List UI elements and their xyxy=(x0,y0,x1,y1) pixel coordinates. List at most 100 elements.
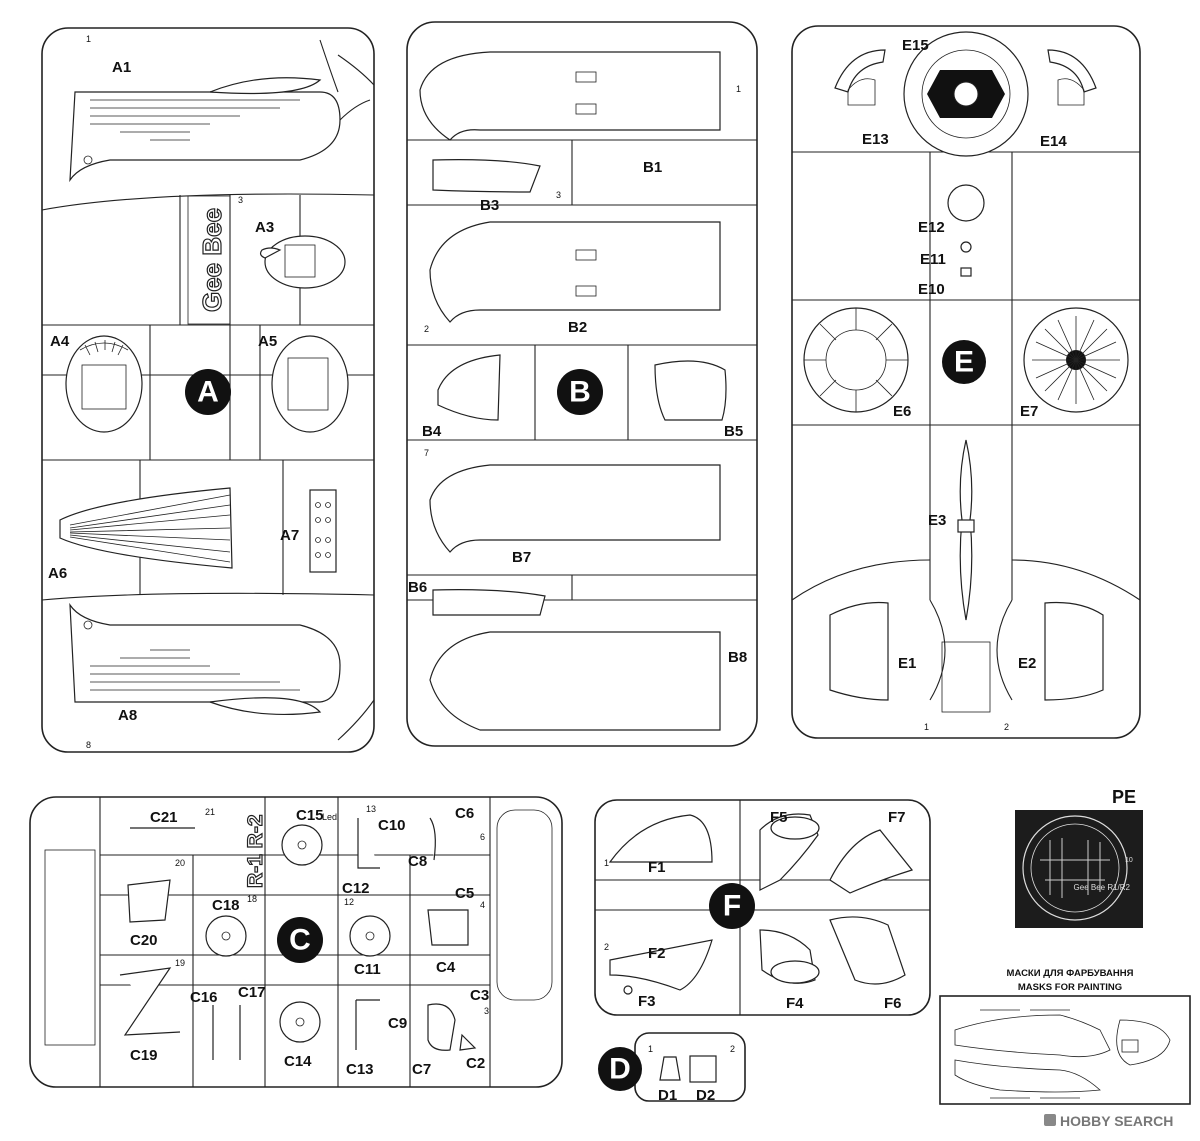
sprue-c-frame xyxy=(29,796,563,1088)
e-center-block xyxy=(941,641,991,713)
label-b5: B5 xyxy=(724,423,743,440)
label-b2: B2 xyxy=(568,319,587,336)
part-c13 xyxy=(357,818,380,869)
sprue-f: F1 F2 F3 F4 F5 F6 F7 1 2 F xyxy=(594,799,931,1016)
sprue-a: Gee Bee xyxy=(41,27,375,753)
cell-number-a-1: 1 xyxy=(86,34,91,44)
cell-number-a-8: 8 xyxy=(86,740,91,750)
cell-number-c-4: 4 xyxy=(480,900,485,910)
label-e11: E11 xyxy=(920,251,946,268)
sprue-e-frame xyxy=(791,25,1141,739)
cell-number-c-3: 3 xyxy=(484,1006,489,1016)
sprue-f-badge xyxy=(709,883,755,929)
label-a7: A7 xyxy=(280,527,299,544)
label-d1: D1 xyxy=(658,1087,677,1104)
decal-block xyxy=(187,195,231,325)
sprue-c-letter: C xyxy=(289,924,311,957)
sprue-f-letter: F xyxy=(723,890,741,923)
part-b4 xyxy=(437,354,501,421)
pe-title: PE xyxy=(1112,787,1136,807)
label-f2: F2 xyxy=(648,945,666,962)
pe-plate-text: Gee Bee R1/R2 xyxy=(1074,883,1131,892)
watermark: HOBBY SEARCH xyxy=(1044,1113,1173,1129)
part-a1 xyxy=(69,39,371,183)
label-c13: C12 xyxy=(342,880,370,897)
sprue-b-letter: B xyxy=(569,376,591,409)
label-c3: C3 xyxy=(470,987,489,1004)
cell-number-b-2: 2 xyxy=(424,324,429,334)
cell-number-d-1: 1 xyxy=(648,1044,653,1054)
cell-number-b-3: 3 xyxy=(556,190,561,200)
label-e3: E3 xyxy=(928,512,946,529)
part-f7 xyxy=(829,829,914,894)
part-c4 xyxy=(427,909,469,946)
part-b6 xyxy=(432,589,546,616)
watermark-text: HOBBY SEARCH xyxy=(1060,1113,1173,1129)
part-b1 xyxy=(419,51,721,141)
masks-section: МАСКИ ДЛЯ ФАРБУВАННЯ MASKS FOR PAINTING xyxy=(939,968,1191,1105)
label-c12: C11 xyxy=(354,961,381,978)
part-f3 xyxy=(623,985,633,995)
pe-plate-number: 10 xyxy=(1125,857,1133,864)
part-f5 xyxy=(759,813,820,891)
label-c5: C5 xyxy=(455,885,474,902)
part-a8 xyxy=(69,602,341,716)
label-e14: E14 xyxy=(1040,133,1067,150)
label-e1: E1 xyxy=(898,655,916,672)
part-e12 xyxy=(947,184,985,222)
cell-number-c-18: 18 xyxy=(247,894,257,904)
part-c12 xyxy=(349,915,391,957)
sprue-c: R-1 R-2 C21 C20 C18 C15 C10 C8 C6 xyxy=(29,796,563,1088)
r1-r2-text: R-1 R-2 xyxy=(244,814,267,888)
part-e7 xyxy=(1023,307,1129,413)
cell-number-b-7: 7 xyxy=(424,448,429,458)
label-e12: E12 xyxy=(918,219,945,236)
cell-number-c-13: 13 xyxy=(366,804,376,814)
c-side-block-right xyxy=(496,809,553,1001)
cell-number-d-2: 2 xyxy=(730,1044,735,1054)
part-c15 xyxy=(281,824,323,866)
masks-sheet xyxy=(939,995,1191,1105)
part-a6 xyxy=(59,487,233,569)
label-a5: A5 xyxy=(258,333,277,350)
part-c18 xyxy=(205,915,247,957)
part-f6 xyxy=(829,916,906,985)
label-e6: E6 xyxy=(893,403,911,420)
label-c19: C19 xyxy=(130,1047,158,1064)
label-c20: C20 xyxy=(130,932,158,949)
part-a7 xyxy=(309,489,337,573)
part-c19 xyxy=(119,967,181,1036)
cell-number-c-21: 21 xyxy=(205,807,215,817)
pe-plate xyxy=(1015,810,1143,928)
label-c16: C17 xyxy=(238,984,266,1001)
masks-title-en: MASKS FOR PAINTING xyxy=(1018,982,1122,993)
part-d1 xyxy=(659,1056,681,1081)
label-c14: C14 xyxy=(284,1053,312,1070)
part-c16-c17 xyxy=(212,1005,241,1060)
watermark-logo-icon xyxy=(1044,1114,1056,1126)
label-b8: B8 xyxy=(728,649,747,666)
cell-number-a-3: 3 xyxy=(238,195,243,205)
cell-number-c-6: 6 xyxy=(480,832,485,842)
label-a4: A4 xyxy=(50,333,70,350)
part-e15 xyxy=(903,31,1029,157)
label-c17: C16 xyxy=(190,989,218,1006)
label-a8: A8 xyxy=(118,707,137,724)
sprue-d-letter: D xyxy=(609,1053,631,1086)
part-b8 xyxy=(429,631,721,731)
label-b1: B1 xyxy=(643,159,662,176)
gee-bee-text: Gee Bee xyxy=(197,208,227,312)
sprue-e-badge xyxy=(942,340,986,384)
part-a4 xyxy=(65,335,143,433)
label-a3: A3 xyxy=(255,219,274,236)
label-a6: A6 xyxy=(48,565,67,582)
label-c6: C6 xyxy=(455,805,474,822)
part-b7 xyxy=(429,464,721,553)
part-e1 xyxy=(829,601,889,701)
label-c11: C13 xyxy=(346,1061,374,1078)
part-e13 xyxy=(834,49,886,106)
part-c14 xyxy=(279,1001,321,1043)
label-e7: E7 xyxy=(1020,403,1038,420)
part-e3 xyxy=(957,439,975,621)
label-e15: E15 xyxy=(902,37,929,54)
